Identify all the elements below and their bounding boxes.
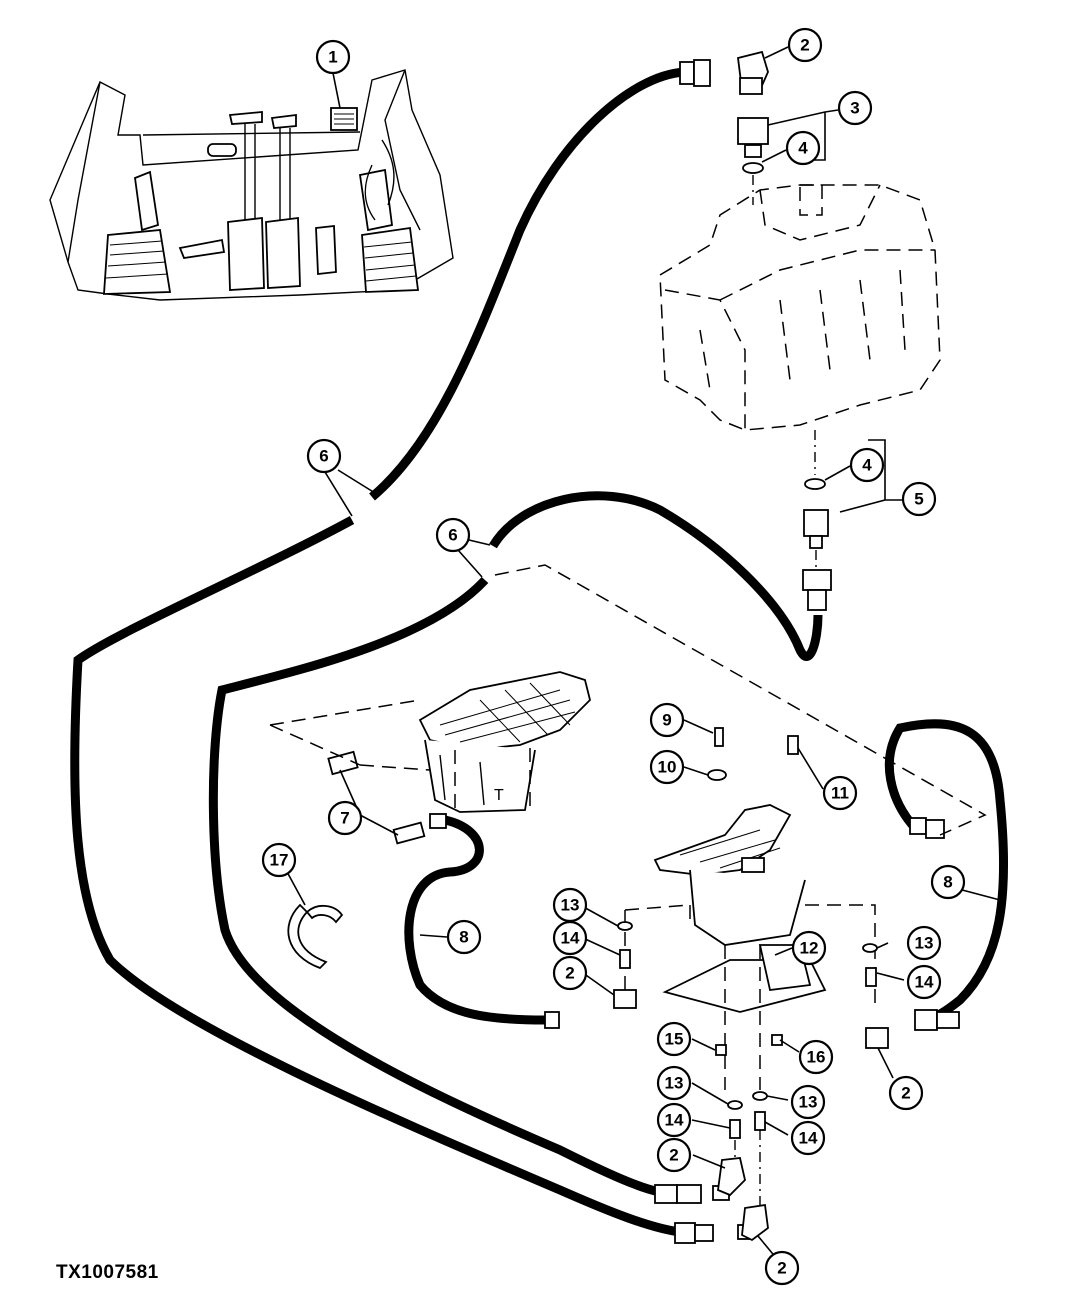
callout-15: 15 [656, 1021, 692, 1057]
svg-text:7: 7 [340, 809, 349, 828]
svg-text:14: 14 [915, 973, 934, 992]
callout-16: 16 [798, 1039, 834, 1075]
svg-text:14: 14 [665, 1111, 684, 1130]
hose-6-upper-mid [489, 491, 823, 662]
callout-2: 2 [888, 1075, 924, 1111]
callout-2: 2 [764, 1250, 800, 1286]
pedal-small-fittings [613, 727, 889, 1242]
callout-13: 13 [790, 1084, 826, 1120]
callout-4: 4 [849, 447, 885, 483]
callout-14: 14 [906, 964, 942, 1000]
callout-5: 5 [901, 481, 937, 517]
callouts: 1 2 3 4 4 5 6 6 7 8 8 9 10 11 12 13 14 2… [261, 27, 966, 1286]
callout-13: 13 [552, 887, 588, 923]
bottom-valve-fittings [803, 478, 829, 570]
leader-lines [285, 46, 1001, 1266]
callout-11: 11 [822, 775, 858, 811]
callout-1: 1 [315, 39, 351, 75]
hose-8-right [884, 719, 1009, 1025]
callout-14: 14 [656, 1102, 692, 1138]
svg-text:13: 13 [665, 1074, 684, 1093]
svg-text:16: 16 [807, 1048, 826, 1067]
svg-text:9: 9 [662, 711, 671, 730]
svg-text:13: 13 [915, 934, 934, 953]
svg-text:12: 12 [800, 939, 819, 958]
hose-clamp [287, 903, 344, 970]
svg-text:4: 4 [798, 139, 808, 158]
hoses [70, 67, 1009, 1237]
fittings [429, 59, 960, 1244]
svg-text:14: 14 [561, 929, 580, 948]
callout-17: 17 [261, 842, 297, 878]
svg-text:13: 13 [799, 1093, 818, 1112]
figure-id-label: TX1007581 [56, 1262, 159, 1283]
svg-text:2: 2 [901, 1084, 910, 1103]
svg-text:3: 3 [850, 99, 859, 118]
svg-text:8: 8 [943, 873, 952, 892]
svg-text:2: 2 [777, 1259, 786, 1278]
hose-8-left [404, 815, 546, 1025]
callout-14: 14 [790, 1120, 826, 1156]
svg-text:10: 10 [658, 758, 677, 777]
callout-13: 13 [656, 1065, 692, 1101]
svg-text:T: T [494, 787, 504, 804]
callout-2: 2 [656, 1137, 692, 1173]
callout-14: 14 [552, 920, 588, 956]
callout-9: 9 [649, 702, 685, 738]
callout-10: 10 [649, 749, 685, 785]
floor-plate-outline [494, 564, 987, 836]
callout-6: 6 [435, 517, 471, 553]
callout-6: 6 [306, 438, 342, 474]
callout-8: 8 [930, 864, 966, 900]
hose-6-inner [208, 576, 661, 1197]
top-valve-fittings [737, 50, 769, 205]
hose-6-upper [369, 67, 685, 501]
right-pedal-assembly [624, 804, 876, 1090]
svg-text:2: 2 [669, 1146, 678, 1165]
svg-text:2: 2 [800, 36, 809, 55]
svg-text:11: 11 [831, 784, 849, 803]
svg-text:8: 8 [459, 928, 468, 947]
svg-text:6: 6 [319, 447, 328, 466]
svg-text:14: 14 [799, 1129, 818, 1148]
svg-text:17: 17 [270, 851, 289, 870]
svg-text:6: 6 [448, 526, 457, 545]
svg-text:4: 4 [862, 456, 872, 475]
callout-7: 7 [327, 800, 363, 836]
hose-6-long [70, 516, 681, 1237]
svg-text:1: 1 [328, 48, 337, 67]
svg-text:15: 15 [665, 1030, 684, 1049]
control-valve-block [659, 184, 941, 475]
callout-2: 2 [552, 955, 588, 991]
callout-2: 2 [787, 27, 823, 63]
svg-text:5: 5 [914, 490, 923, 509]
left-pedal-assembly: T [269, 671, 591, 845]
callout-3: 3 [837, 90, 873, 126]
svg-text:2: 2 [565, 964, 574, 983]
callout-4: 4 [785, 130, 821, 166]
callout-12: 12 [791, 930, 827, 966]
cab-inset-illustration [49, 69, 454, 301]
callout-8: 8 [446, 919, 482, 955]
callout-13: 13 [906, 925, 942, 961]
svg-text:13: 13 [561, 896, 580, 915]
